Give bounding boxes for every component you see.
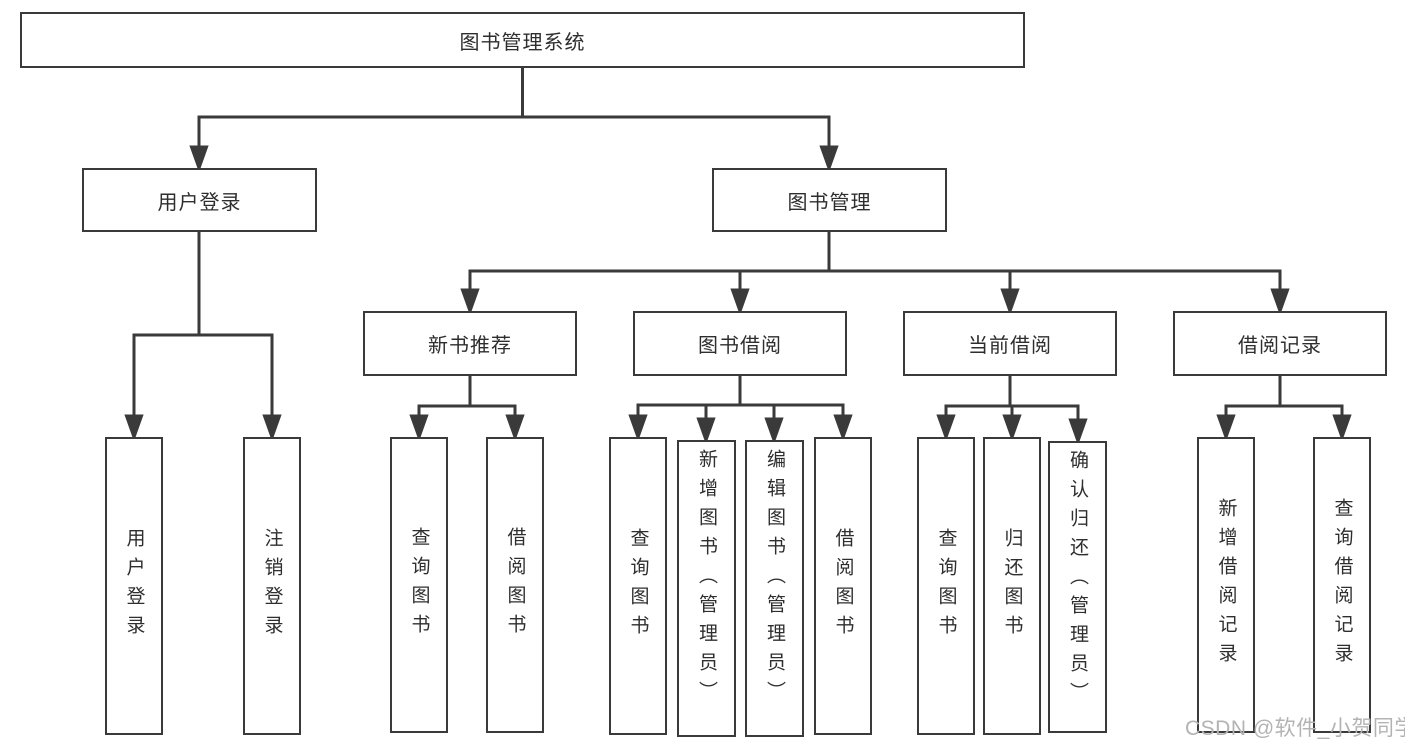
leaf-user-login: 用户登录	[105, 437, 163, 735]
node-library-management-system: 图书管理系统	[20, 12, 1025, 68]
node-borrow-records: 借阅记录	[1173, 311, 1387, 376]
leaf-add-book-admin: 新增图书（管理员）	[677, 440, 736, 737]
node-user-login: 用户登录	[82, 168, 317, 232]
leaf-logout: 注销登录	[243, 437, 301, 735]
leaf-query-borrow-record: 查询借阅记录	[1313, 437, 1371, 733]
leaf-add-borrow-record: 新增借阅记录	[1197, 437, 1255, 733]
leaf-borrow-books-recommend: 借阅图书	[486, 437, 544, 733]
leaf-query-books-current: 查询图书	[917, 437, 975, 735]
leaf-query-books-recommend: 查询图书	[390, 437, 448, 733]
node-book-borrow: 图书借阅	[633, 311, 847, 376]
csdn-watermark: CSDN @软件_小贺同学	[1185, 717, 1405, 740]
leaf-borrow-books-borrow: 借阅图书	[814, 437, 872, 735]
leaf-edit-book-admin: 编辑图书（管理员）	[745, 440, 804, 737]
leaf-confirm-return-admin: 确认归还（管理员）	[1048, 441, 1107, 733]
node-book-management: 图书管理	[712, 168, 947, 232]
node-current-borrow: 当前借阅	[903, 311, 1117, 376]
node-new-book-recommend: 新书推荐	[363, 311, 577, 376]
leaf-query-books-borrow: 查询图书	[609, 437, 667, 735]
leaf-return-books: 归还图书	[983, 437, 1041, 735]
